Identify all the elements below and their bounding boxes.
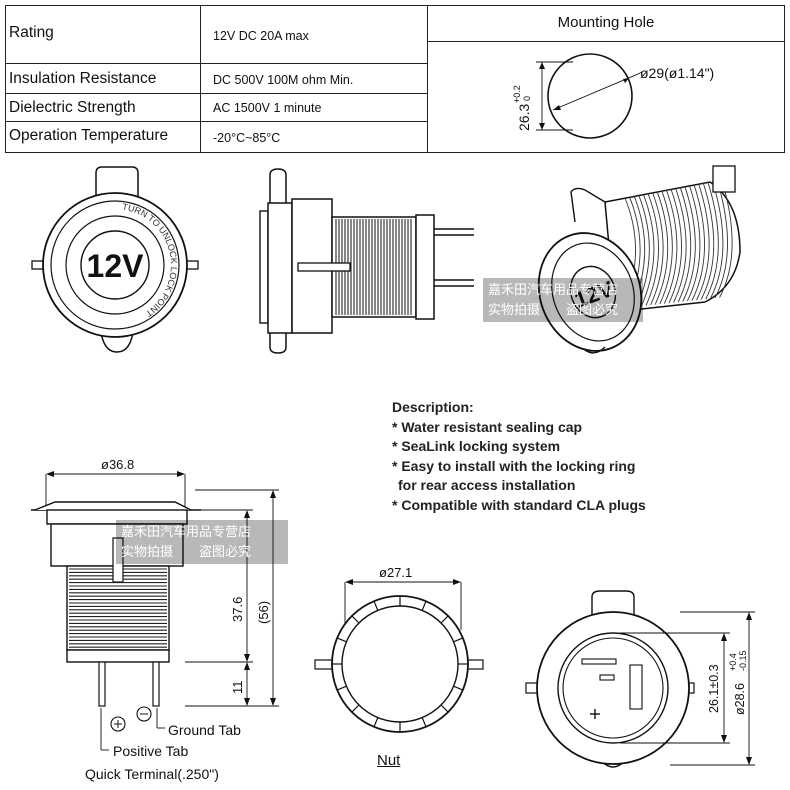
watermark-top: 嘉禾田汽车用品专营店 实物拍摄 盗图必究 — [483, 278, 643, 322]
description-item: * Water resistant sealing cap — [392, 418, 583, 435]
side-dimension-drawing: ø36.8 37.6 (56) 11 — [31, 457, 279, 751]
spec-label: Insulation Resistance — [9, 70, 157, 87]
nut-label: Nut — [377, 752, 401, 769]
nut-diameter: ø27.1 — [379, 565, 412, 580]
spec-value-cell: -20°C~85°C — [201, 122, 428, 152]
back-outer-tol-plus: +0.4 — [728, 653, 738, 671]
spec-row-rating: Rating — [6, 6, 201, 64]
back-inner-diameter: 26.1±0.3 — [707, 664, 721, 713]
socket-front-view: TURN TO UNLOCK LOCK POINT 12V — [31, 166, 199, 353]
mounting-hole-height: 26.3 — [516, 104, 532, 131]
socket-voltage-label: 12V — [87, 248, 145, 284]
spec-value-cell: 12V DC 20A max — [201, 6, 428, 64]
description-item: * Compatible with standard CLA plugs — [392, 496, 646, 513]
spec-table: Rating 12V DC 20A max Insulation Resista… — [5, 5, 785, 153]
mounting-hole-header: Mounting Hole — [428, 6, 784, 42]
spec-label: Dielectric Strength — [9, 99, 136, 116]
back-outer-tol-minus: -0.15 — [738, 650, 748, 671]
dim-terminal: 11 — [230, 681, 245, 695]
ground-tab-label: Ground Tab — [168, 722, 241, 738]
mounting-hole-height-tol-minus: 0 — [522, 96, 532, 101]
spec-value: AC 1500V 1 minute — [213, 101, 322, 115]
mounting-hole-diameter: ø29(ø1.14") — [640, 65, 714, 81]
spec-label: Rating — [9, 24, 54, 41]
spec-value: 12V DC 20A max — [213, 29, 309, 43]
spec-value-cell: AC 1500V 1 minute — [201, 94, 428, 122]
watermark-line-2: 实物拍摄 盗图必究 — [121, 544, 252, 559]
nut-drawing: ø27.1 — [314, 565, 484, 733]
back-outer-diameter: ø28.6 — [733, 683, 747, 715]
mounting-hole-height-tol-plus: +0.2 — [512, 85, 522, 103]
back-view-drawing: 26.1±0.3 ø28.6 +0.4 -0.15 — [525, 590, 755, 768]
watermark-line-1: 嘉禾田汽车用品专营店 — [488, 282, 619, 297]
spec-value: -20°C~85°C — [213, 131, 281, 145]
description-item: for rear access installation — [398, 477, 576, 493]
positive-tab-label: Positive Tab — [113, 743, 189, 759]
watermark-bottom: 嘉禾田汽车用品专营店 实物拍摄 盗图必究 — [116, 520, 288, 564]
description-block: Description: * Water resistant sealing c… — [392, 398, 646, 515]
quick-terminal-label: Quick Terminal(.250") — [85, 766, 219, 782]
mounting-hole-drawing: ø29(ø1.14") 26.3 +0.2 0 — [512, 53, 714, 139]
description-item: * Easy to install with the locking ring — [392, 457, 636, 474]
dim-diameter: ø36.8 — [101, 457, 134, 472]
spec-label: Operation Temperature — [9, 127, 169, 144]
watermark-line-2: 实物拍摄 盗图必究 — [488, 302, 619, 317]
dim-total: (56) — [256, 601, 271, 624]
description-item: * SeaLink locking system — [392, 438, 561, 454]
spec-value-cell: DC 500V 100M ohm Min. — [201, 64, 428, 94]
watermark-line-1: 嘉禾田汽车用品专营店 — [121, 524, 252, 539]
spec-row-temperature: Operation Temperature — [6, 122, 201, 152]
spec-row-insulation: Insulation Resistance — [6, 64, 201, 94]
description-title: Description: — [392, 399, 474, 415]
spec-row-dielectric: Dielectric Strength — [6, 94, 201, 122]
mounting-hole-title: Mounting Hole — [557, 14, 655, 31]
spec-value: DC 500V 100M ohm Min. — [213, 73, 354, 87]
socket-perspective-view: 12V — [537, 165, 741, 354]
socket-side-view — [259, 168, 474, 354]
dim-length: 37.6 — [230, 597, 245, 622]
